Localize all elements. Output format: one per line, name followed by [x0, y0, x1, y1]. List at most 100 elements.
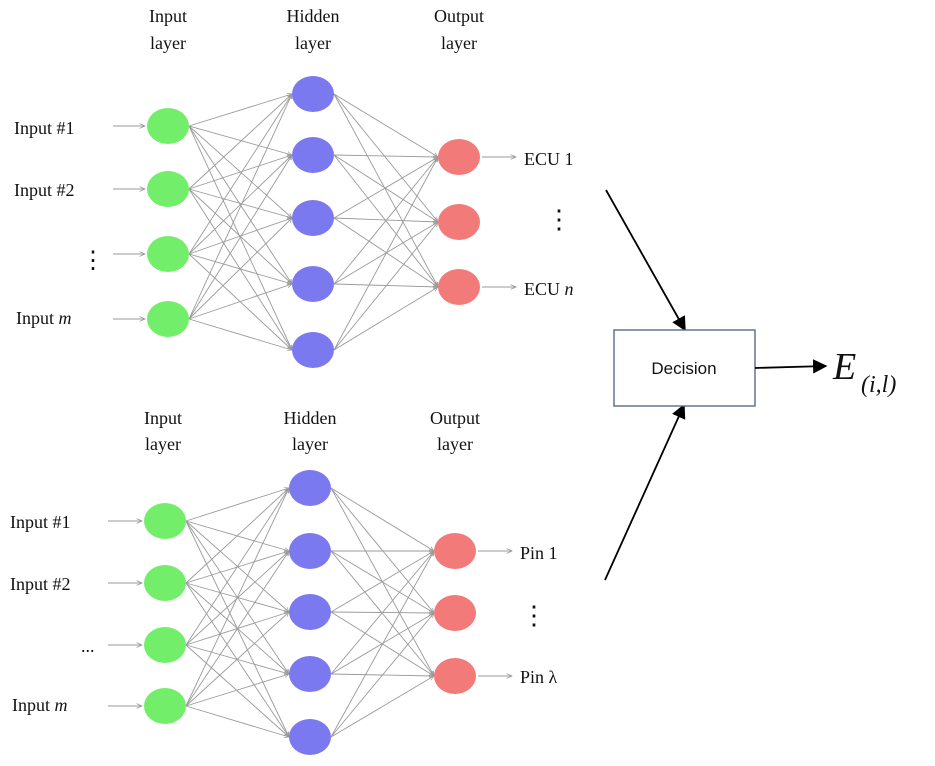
top-output-node-1: [438, 139, 480, 175]
bot-hidden-node-4: [289, 656, 331, 692]
top-input-node-4: [147, 301, 189, 337]
top-edge-in2-hid1: [188, 94, 292, 190]
top-output-ecu-word: ECU: [524, 279, 565, 299]
decision-output-e: E: [832, 346, 856, 388]
decision-output-arrow: [754, 359, 828, 374]
bottom-input-2-label: Input #2: [10, 574, 71, 594]
bottom-hidden-layer-header-line1: Hidden: [284, 408, 337, 428]
bottom-io-arrows: [108, 521, 512, 706]
top-edge-hid3-out1: [333, 157, 438, 219]
top-edge-hid1-out1: [333, 93, 438, 157]
bot-output-node-2: [434, 595, 476, 631]
top-output-n-symbol: n: [565, 279, 574, 299]
top-input-node-2: [147, 171, 189, 207]
top-network: Input layer Hidden layer Output layer In…: [14, 6, 574, 368]
bottom-to-decision-arrow: [604, 403, 686, 581]
top-nodes: [147, 76, 480, 368]
top-edge-in2-hid2: [188, 155, 292, 190]
bottom-hidden-layer-header-line2: layer: [292, 434, 328, 454]
bot-edge-hid5-out2: [330, 613, 434, 738]
top-to-decision-arrow: [605, 189, 686, 332]
bottom-output-layer-header-line2: layer: [437, 434, 473, 454]
top-output-ecu-n-label: ECU n: [524, 279, 574, 299]
top-edge-in1-hid2: [188, 125, 292, 155]
top-edge-hid5-out1: [333, 157, 438, 351]
top-edge-in1-hid5: [188, 125, 293, 350]
bottom-input-layer-header-line1: Input: [144, 408, 182, 428]
top-output-layer-header-line1: Output: [434, 6, 484, 26]
bot-edge-hid5-out1: [330, 551, 434, 738]
bot-edge-in4-hid5: [185, 705, 289, 737]
top-output-ellipsis: ⋮: [546, 205, 572, 234]
bottom-output-pin-1-label: Pin 1: [520, 543, 558, 563]
top-edge-in2-hid5: [188, 188, 292, 350]
bottom-connections: [185, 487, 434, 738]
bot-hidden-node-2: [289, 533, 331, 569]
top-edge-hid1-out3: [333, 93, 438, 287]
top-edge-in1-hid1: [188, 94, 292, 127]
bot-input-node-1: [144, 503, 186, 539]
bot-input-node-4: [144, 688, 186, 724]
bottom-input-ellipsis: ...: [81, 636, 95, 656]
bot-edge-in2-hid5: [185, 582, 289, 737]
top-input-m-label: Input m: [16, 308, 72, 328]
bot-edge-in2-hid1: [185, 488, 289, 584]
bottom-output-layer-header-line1: Output: [430, 408, 480, 428]
bottom-input-m-word: Input: [12, 695, 55, 715]
top-hidden-layer-header-line1: Hidden: [287, 6, 340, 26]
top-hidden-node-4: [292, 266, 334, 302]
top-edge-in4-hid3: [188, 218, 292, 320]
bot-hidden-node-5: [289, 719, 331, 755]
top-io-arrows: [113, 126, 516, 319]
bottom-input-1-label: Input #1: [10, 512, 71, 532]
top-hidden-node-5: [292, 332, 334, 368]
top-input-layer-header-line2: layer: [150, 33, 186, 53]
top-output-ecu-1-label: ECU 1: [524, 149, 574, 169]
decision-output-symbol: E: [832, 346, 856, 388]
bot-edge-in3-hid5: [185, 644, 289, 737]
bot-edge-hid4-out1: [330, 551, 434, 675]
top-edge-hid5-out3: [333, 287, 438, 351]
bot-edge-hid1-out2: [330, 487, 434, 613]
bot-edge-in4-hid2: [185, 551, 289, 707]
top-input-ellipsis: ⋮: [81, 248, 105, 274]
bottom-nodes: [144, 470, 476, 755]
bottom-network: Input layer Hidden layer Output layer In…: [10, 408, 558, 755]
top-edge-in3-hid2: [188, 155, 292, 255]
top-input-m-word: Input: [16, 308, 59, 328]
bottom-output-ellipsis: ⋮: [521, 601, 547, 630]
top-input-node-3: [147, 236, 189, 272]
decision-label: Decision: [651, 359, 716, 378]
top-hidden-node-2: [292, 137, 334, 173]
top-output-node-2: [438, 204, 480, 240]
bottom-output-pin-lambda-label: Pin λ: [520, 667, 558, 687]
top-output-node-3: [438, 269, 480, 305]
top-input-layer-header-line1: Input: [149, 6, 187, 26]
bot-input-node-3: [144, 627, 186, 663]
top-hidden-node-1: [292, 76, 334, 112]
bot-edge-in4-hid4: [185, 674, 289, 707]
bot-edge-in3-hid1: [185, 488, 289, 646]
bot-output-node-3: [434, 658, 476, 694]
bot-edge-hid2-out3: [330, 550, 434, 676]
top-edge-in4-hid2: [188, 155, 292, 320]
decision-box: [613, 329, 756, 407]
bot-edge-in4-hid1: [185, 488, 290, 707]
top-edge-hid2-out1: [333, 155, 438, 157]
top-output-layer-header-line2: layer: [441, 33, 477, 53]
bot-edge-hid1-out1: [330, 487, 434, 551]
top-edge-in4-hid4: [188, 284, 292, 320]
bottom-input-layer-header-line2: layer: [145, 434, 181, 454]
bot-edge-in4-hid3: [185, 612, 289, 707]
top-edge-hid1-out2: [333, 93, 438, 222]
bot-input-node-2: [144, 565, 186, 601]
bot-edge-hid5-out3: [330, 676, 434, 738]
top-edge-hid4-out1: [333, 157, 438, 285]
top-hidden-node-3: [292, 200, 334, 236]
top-edge-in2-hid3: [188, 188, 292, 218]
top-connections: [188, 93, 438, 351]
decision-output-subscript: (i,l): [861, 372, 896, 398]
bot-edge-hid3-out1: [330, 551, 434, 613]
